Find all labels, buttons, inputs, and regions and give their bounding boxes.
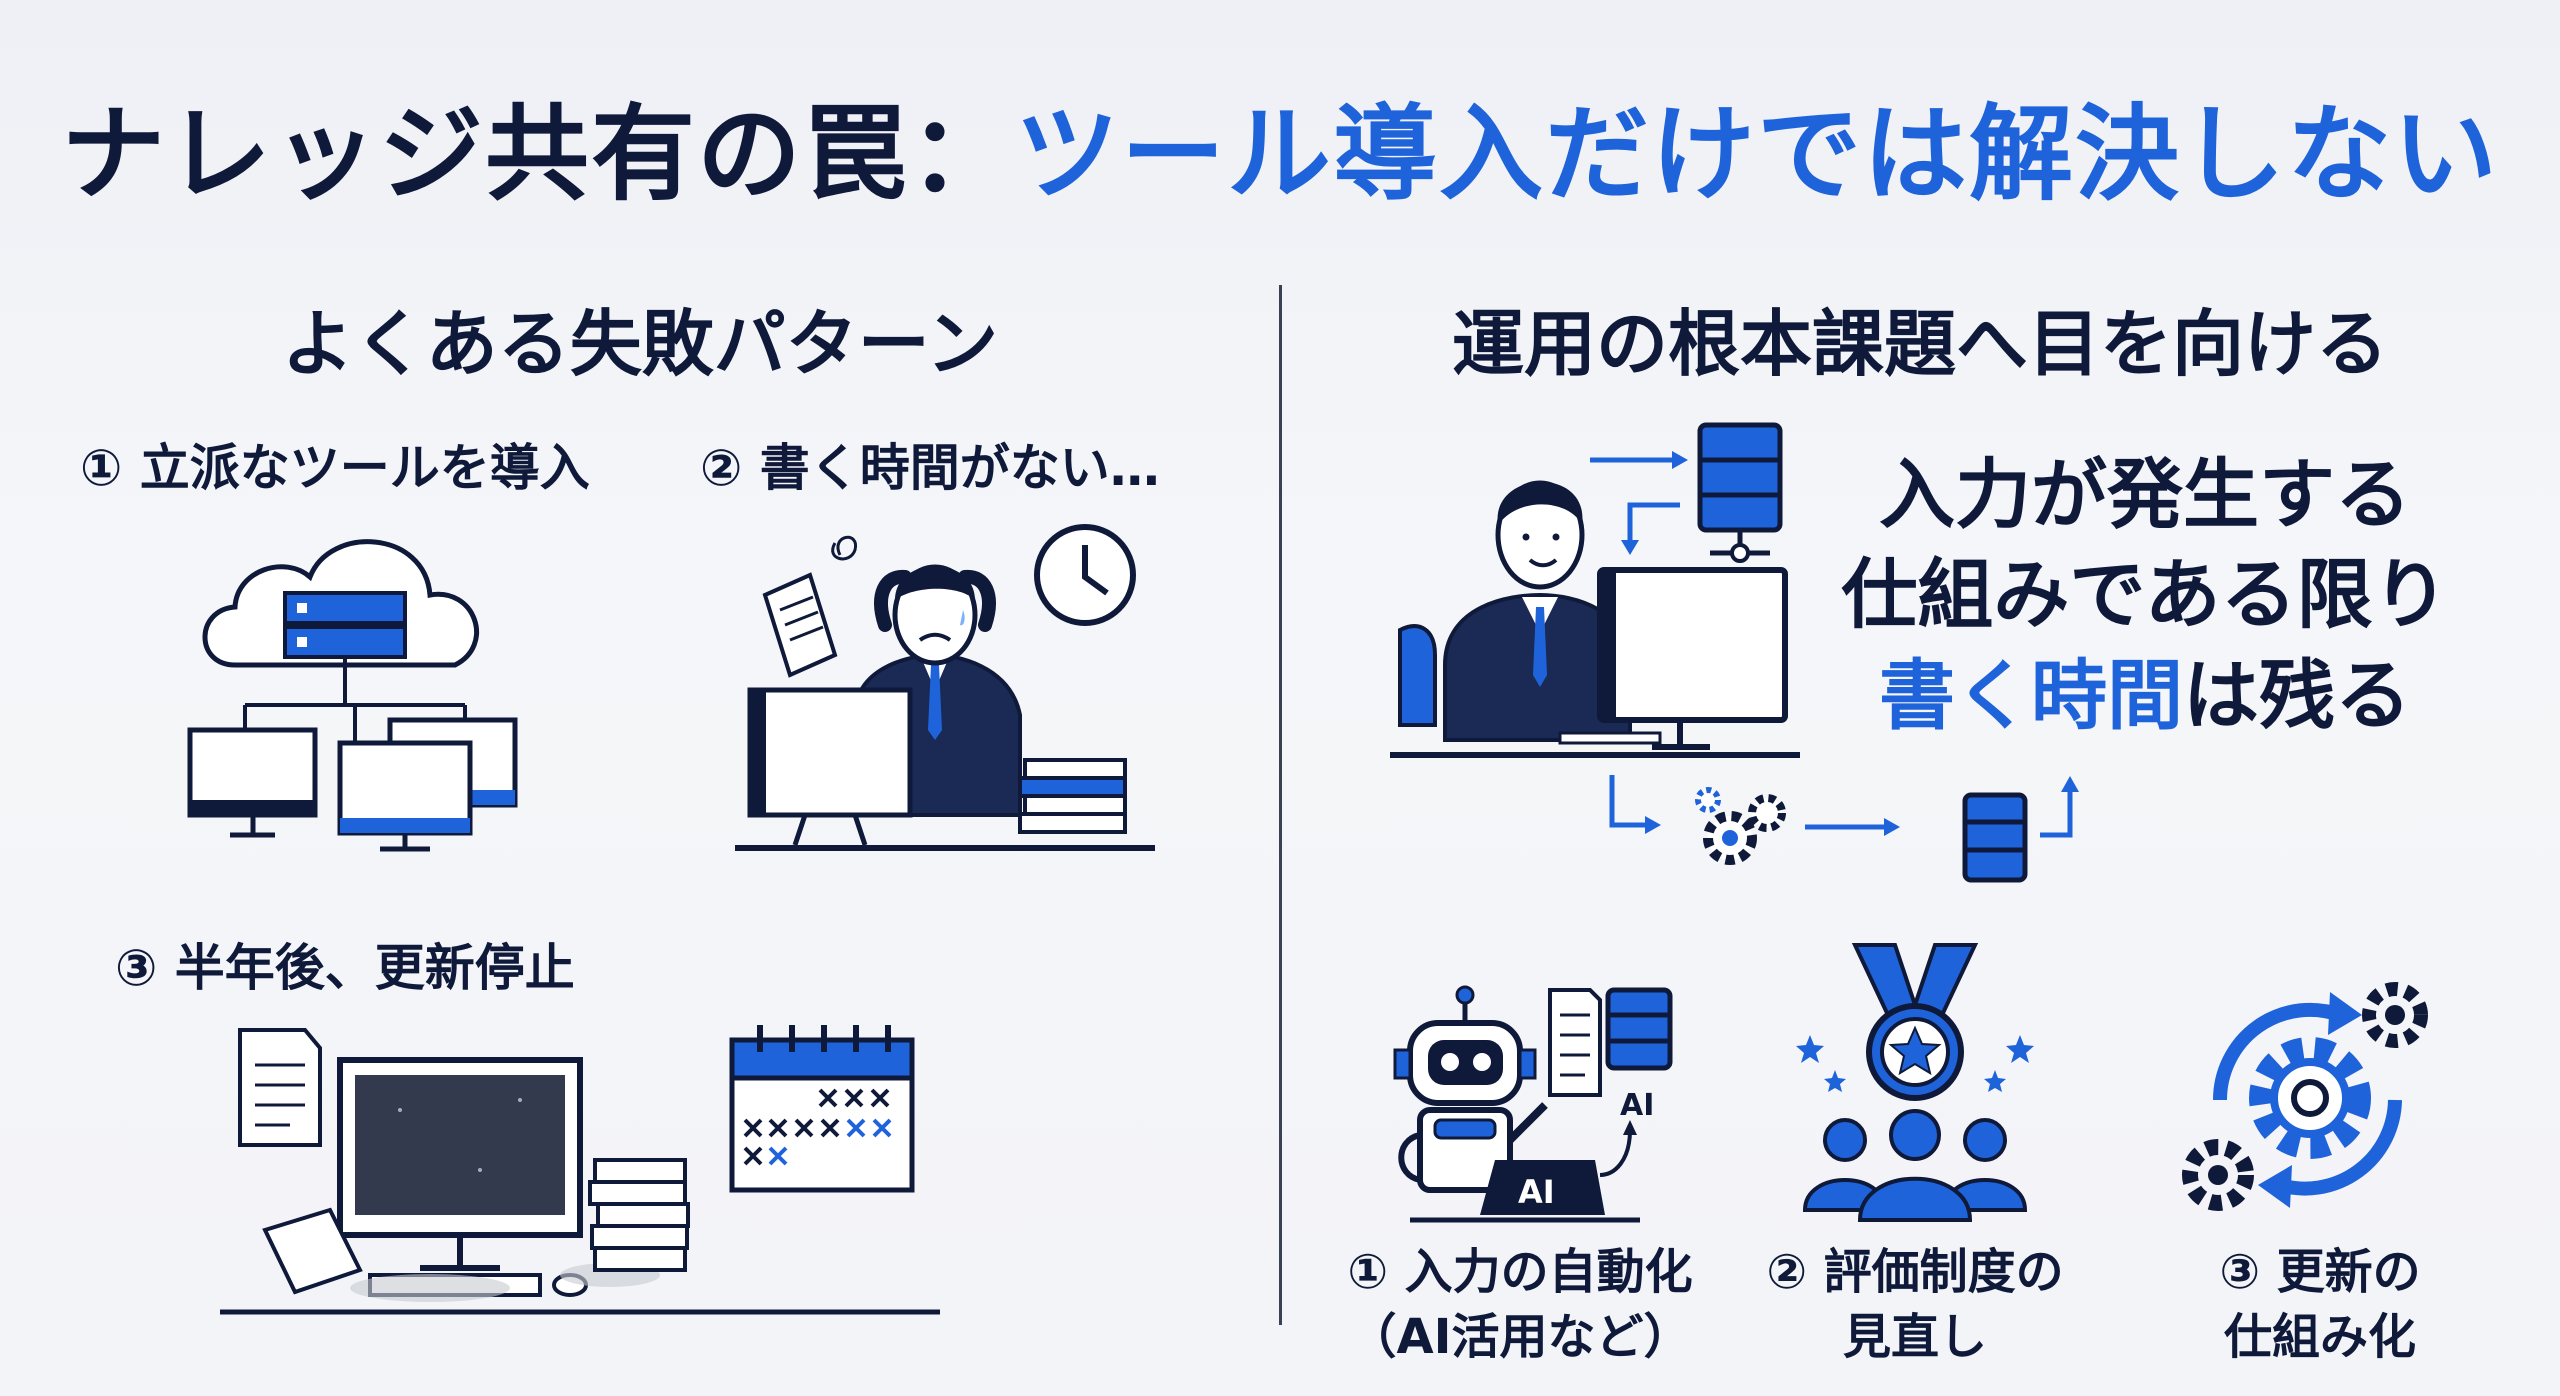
failure-label-1: ① 立派なツールを導入 — [80, 439, 590, 497]
solution-2-line-2: 見直し — [1842, 1308, 1987, 1365]
page-title: ナレッジ共有の罠：ツール導入だけでは解決しない — [0, 92, 2560, 217]
database-small-icon — [1962, 776, 2079, 883]
ai-robot-icon: AI AI — [1393, 985, 1673, 1223]
solution-3-line-1: ③ 更新の — [2219, 1244, 2421, 1300]
ai-badge: AI — [1518, 1173, 1555, 1211]
solution-1-line-2: （AI活用など） — [1348, 1308, 1692, 1365]
solution-caption-1: ① 入力の自動化 （AI活用など） — [1310, 1240, 1730, 1370]
cloud-server-network-icon — [187, 539, 518, 852]
key-message-line-1: 入力が発生する — [1879, 450, 2411, 539]
right-section-heading: 運用の根本課題へ目を向ける — [1451, 302, 2388, 386]
abandoned-computer-icon — [220, 1025, 940, 1315]
key-message-highlight: 書く時間 — [1879, 650, 2183, 740]
workflow-diagram-icon — [1390, 422, 1900, 865]
svg-text:AI: AI — [1620, 1088, 1654, 1123]
key-message-line-2: 仕組みである限り — [1841, 550, 2449, 640]
gear-cycle-icon — [2182, 982, 2428, 1211]
medal-team-icon — [1796, 943, 2034, 1222]
database-icon — [1697, 422, 1783, 563]
solution-1-line-1: ① 入力の自動化 — [1347, 1244, 1693, 1300]
solution-caption-2: ② 評価制度の 見直し — [1720, 1240, 2110, 1370]
solution-caption-3: ③ 更新の 仕組み化 — [2120, 1240, 2520, 1370]
left-section-heading: よくある失敗パターン — [281, 302, 999, 386]
key-message: 入力が発生する 仕組みである限り 書く時間は残る — [1800, 445, 2490, 746]
gear-icon — [1695, 787, 1786, 865]
failure-label-2: ② 書く時間がない… — [700, 439, 1160, 497]
title-part-1: ナレッジ共有の罠： — [60, 93, 1015, 215]
key-message-line-3-rest: は残る — [2183, 650, 2411, 740]
title-part-2: ツール導入だけでは解決しない — [1015, 93, 2500, 215]
solution-3-line-2: 仕組み化 — [2223, 1308, 2416, 1365]
stressed-worker-icon — [735, 524, 1155, 851]
failure-label-3: ③ 半年後、更新停止 — [115, 939, 575, 997]
center-divider — [1279, 285, 1282, 1325]
key-message-line-3: 書く時間は残る — [1800, 646, 2490, 746]
solution-2-line-1: ② 評価制度の — [1766, 1244, 2064, 1300]
